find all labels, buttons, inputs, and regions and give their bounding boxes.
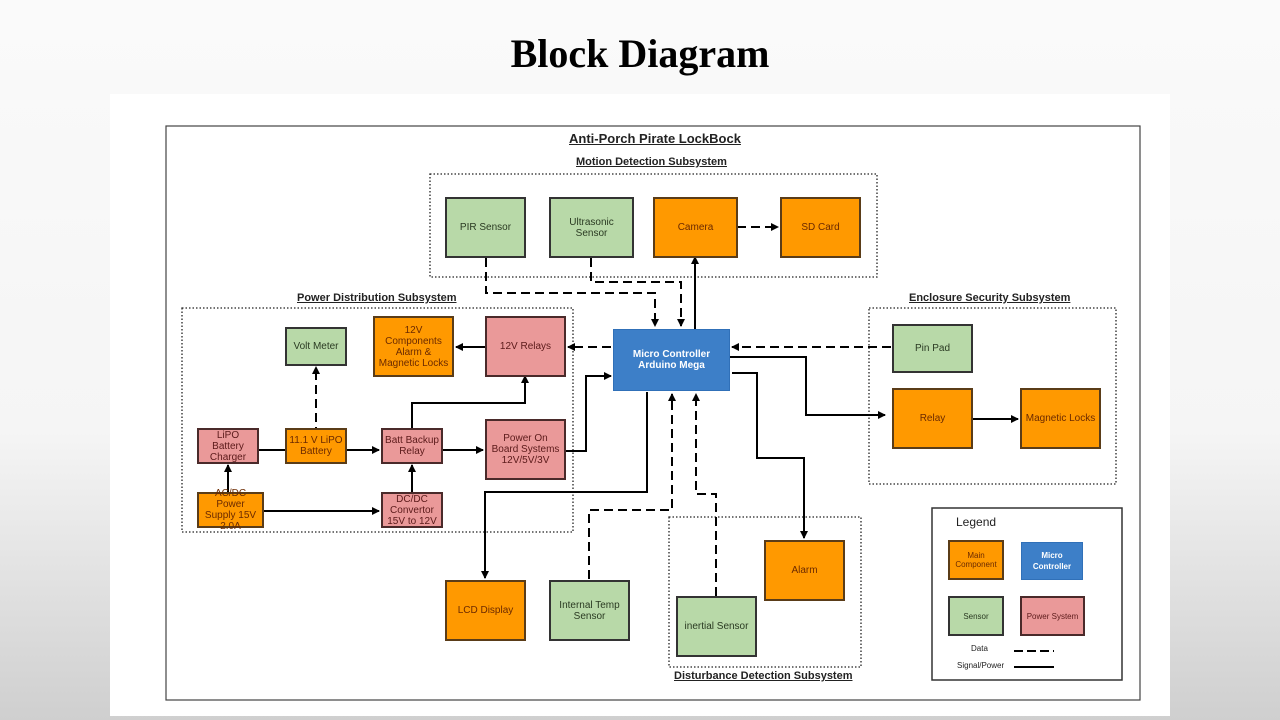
- lcd-display-block: LCD Display: [445, 580, 526, 641]
- pir-sensor-block: PIR Sensor: [445, 197, 526, 258]
- legend-data-label: Data: [971, 644, 988, 653]
- legend-signal-label: Signal/Power: [957, 661, 1005, 670]
- micro-controller-block: Micro Controller Arduino Mega: [613, 329, 730, 391]
- conn-temp-mcu: [588, 393, 676, 579]
- legend-sensor: Sensor: [948, 596, 1004, 636]
- conn-mcu-lcd: [481, 392, 648, 579]
- relay-block: Relay: [892, 388, 973, 449]
- inertial-sensor-block: inertial Sensor: [676, 596, 757, 657]
- lipo-charger-block: LiPO Battery Charger: [197, 428, 259, 464]
- diagram-title: Anti-Porch Pirate LockBock: [569, 131, 741, 146]
- dcdc-convertor-block: DC/DC Convertor 15V to 12V: [381, 492, 443, 528]
- conn-battrelay-12vrelays: [411, 375, 529, 440]
- conn-pir-mcu: [485, 258, 659, 327]
- power-on-board-block: Power On Board Systems 12V/5V/3V: [485, 419, 566, 480]
- lipo-battery-block: 11.1 V LiPO Battery: [285, 428, 347, 464]
- ultrasonic-sensor-block: Ultrasonic Sensor: [549, 197, 634, 258]
- batt-backup-relay-block: Batt Backup Relay: [381, 428, 443, 464]
- legend-title: Legend: [956, 515, 997, 529]
- 12v-relays-block: 12V Relays: [485, 316, 566, 377]
- power-subsystem-box: [181, 307, 574, 533]
- conn-mcu-relay: [730, 356, 886, 419]
- connections-layer: [165, 125, 1141, 701]
- acdc-power-supply-block: AC/DC Power Supply 15V 2.0A: [197, 488, 264, 532]
- conn-poweronboard-mcu: [562, 372, 612, 452]
- disturbance-subsystem-label: Disturbance Detection Subsystem: [674, 670, 853, 682]
- legend-frame: [931, 507, 1123, 681]
- volt-meter-block: Volt Meter: [285, 327, 347, 366]
- conn-inertial-mcu: [692, 393, 717, 596]
- camera-block: Camera: [653, 197, 738, 258]
- conn-mcu-alarm: [732, 372, 808, 539]
- enclosure-subsystem-box: [868, 307, 1117, 485]
- alarm-block: Alarm: [764, 540, 845, 601]
- motion-subsystem-box: [429, 173, 878, 278]
- slide-title: Block Diagram: [510, 31, 770, 76]
- legend-main-component: Main Component: [948, 540, 1004, 580]
- enclosure-subsystem-label: Enclosure Security Subsystem: [909, 292, 1071, 304]
- internal-temp-sensor-block: Internal Temp Sensor: [549, 580, 630, 641]
- pin-pad-block: Pin Pad: [892, 324, 973, 373]
- legend-micro-controller: Micro Controller: [1021, 542, 1083, 580]
- 12v-components-block: 12V Components Alarm & Magnetic Locks: [373, 316, 454, 377]
- mcu-label-line2: Arduino Mega: [638, 360, 705, 371]
- outer-frame: [165, 125, 1141, 701]
- motion-subsystem-label: Motion Detection Subsystem: [576, 156, 727, 168]
- magnetic-locks-block: Magnetic Locks: [1020, 388, 1101, 449]
- sd-card-block: SD Card: [780, 197, 861, 258]
- power-subsystem-label: Power Distribution Subsystem: [297, 292, 457, 304]
- diagram-canvas: Anti-Porch Pirate LockBock Motion Detect…: [110, 94, 1170, 716]
- mcu-label-line1: Micro Controller: [632, 349, 711, 360]
- legend-power-system: Power System: [1020, 596, 1085, 636]
- disturbance-subsystem-box: [668, 516, 862, 668]
